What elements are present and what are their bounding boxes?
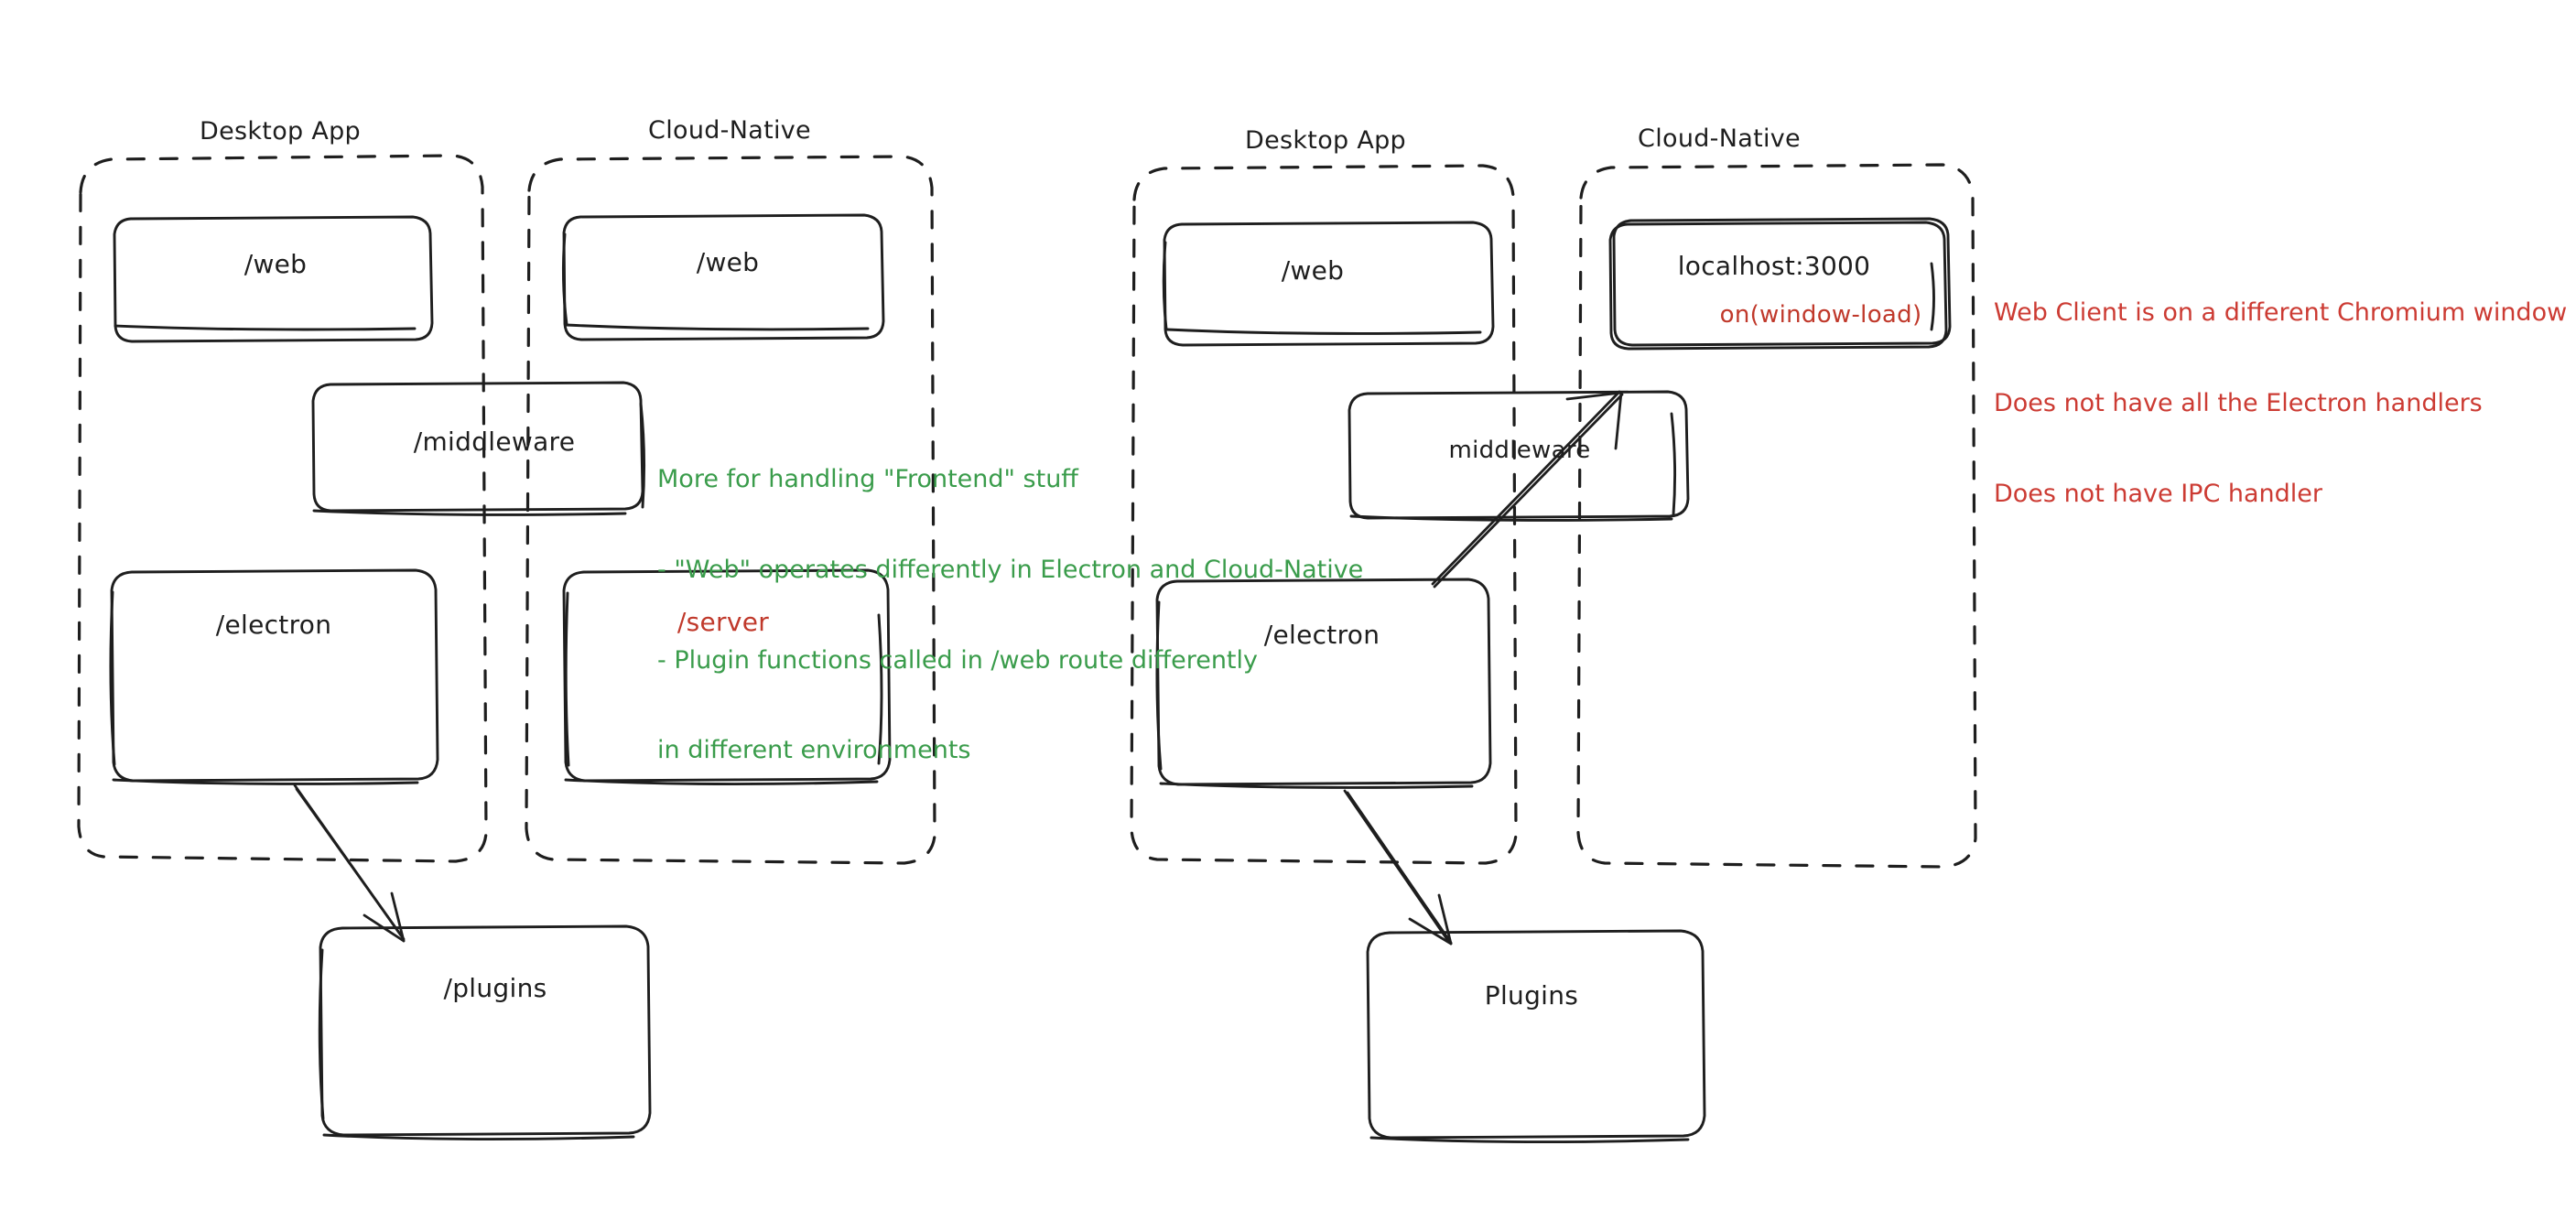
red-note-line-1: Web Client is on a different Chromium wi… xyxy=(1994,297,2568,327)
red-annotation-note: Web Client is on a different Chromium wi… xyxy=(1994,238,2567,569)
right-desktop-web-label: /web xyxy=(1281,255,1345,286)
right-middleware-label: middleware xyxy=(1448,437,1591,464)
right-plugins-box xyxy=(1366,929,1706,1144)
red-note-line-2: Does not have all the Electron handlers xyxy=(1994,388,2483,417)
left-server-label: /server xyxy=(676,607,770,637)
right-localhost-sublabel: on(window-load) xyxy=(1719,301,1922,329)
left-desktop-app-group-title: Desktop App xyxy=(200,117,361,146)
left-desktop-web-box xyxy=(113,215,434,343)
green-note-line-4: in different environments xyxy=(657,736,971,765)
red-note-line-3: Does not have IPC handler xyxy=(1994,479,2323,508)
green-annotation-note: More for handling "Frontend" stuff - "We… xyxy=(657,405,1363,827)
green-note-line-3: - Plugin functions called in /web route … xyxy=(657,645,1259,675)
green-note-line-1: More for handling "Frontend" stuff xyxy=(657,464,1078,493)
left-electron-to-plugins-arrow xyxy=(293,784,406,943)
right-plugins-label: Plugins xyxy=(1484,980,1579,1010)
left-electron-label: /electron xyxy=(215,610,332,640)
left-plugins-label: /plugins xyxy=(443,973,547,1003)
right-electron-label: /electron xyxy=(1263,620,1380,650)
green-note-line-2: - "Web" operates differently in Electron… xyxy=(657,555,1364,584)
left-electron-box xyxy=(109,568,439,785)
left-cloud-web-box xyxy=(561,213,885,341)
right-electron-to-localhost-arrow xyxy=(1431,390,1624,589)
right-desktop-app-group-title: Desktop App xyxy=(1245,126,1406,155)
right-localhost-label: localhost:3000 xyxy=(1677,251,1871,281)
left-desktop-web-label: /web xyxy=(244,249,308,279)
right-cloud-native-group-title: Cloud-Native xyxy=(1638,124,1801,153)
left-middleware-label: /middleware xyxy=(413,427,576,457)
right-localhost-box xyxy=(1608,217,1952,351)
left-plugins-box xyxy=(318,924,652,1141)
left-cloud-native-group-title: Cloud-Native xyxy=(648,116,811,145)
left-cloud-web-label: /web xyxy=(696,247,760,277)
